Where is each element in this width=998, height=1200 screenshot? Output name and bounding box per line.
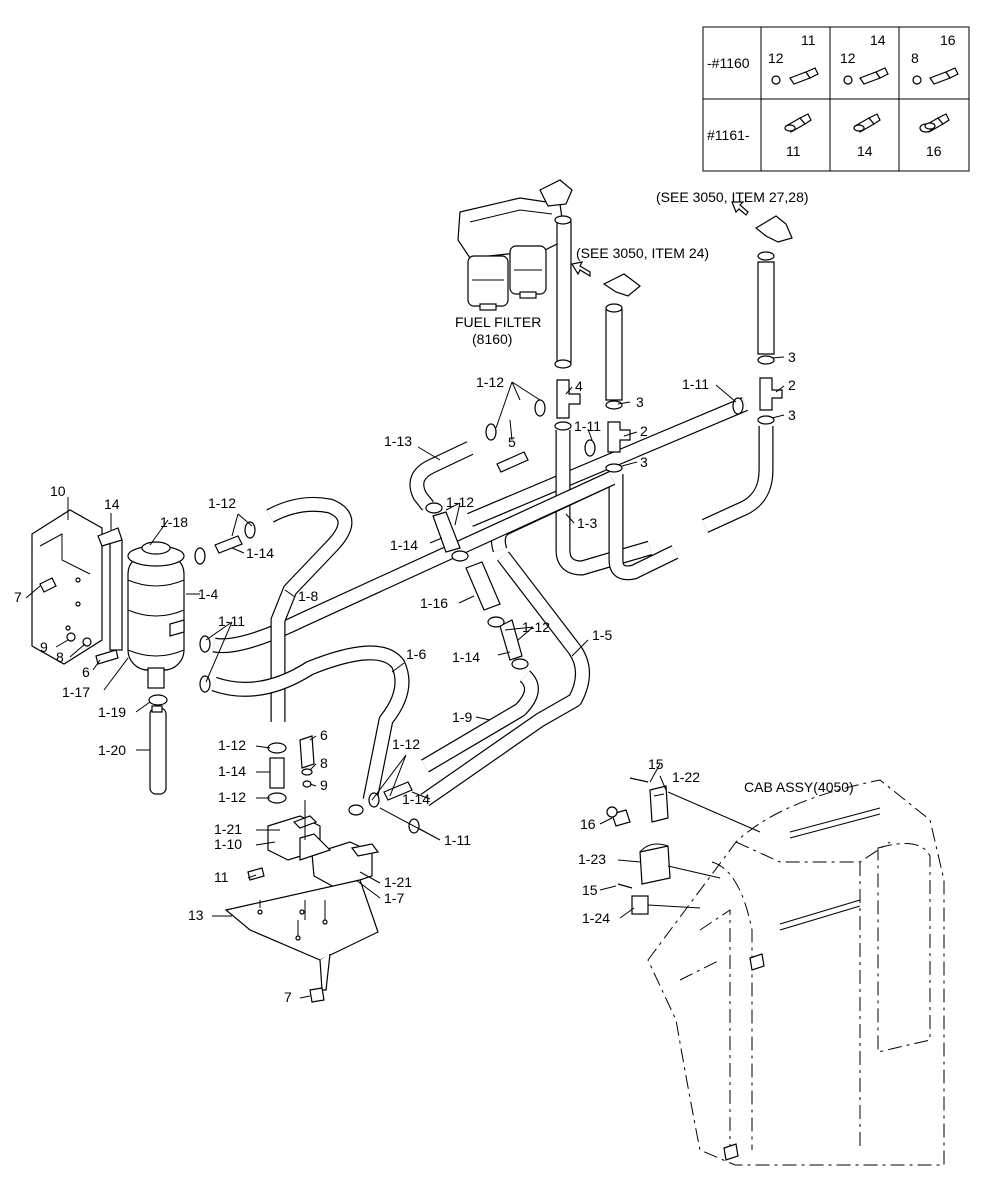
label-1-8: 1-8 [298, 588, 318, 604]
label-1-6: 1-6 [406, 646, 426, 662]
table-cell-14: 14 [870, 32, 886, 48]
water-separator-assembly [31, 509, 185, 689]
table-cell-16b: 16 [926, 143, 942, 159]
label-3-d: 3 [788, 407, 796, 423]
label-5: 5 [508, 434, 516, 450]
valve-and-plate-assembly [151, 705, 380, 1003]
label-13: 13 [188, 907, 204, 923]
reference-arrows: (SEE 3050, ITEM 24) (SEE 3050, ITEM 27,2… [571, 189, 809, 278]
label-1-4: 1-4 [198, 586, 218, 602]
label-1-14: 1-14 [246, 545, 274, 561]
table-row1-label: -#1160 [707, 55, 750, 71]
label-15: 15 [648, 756, 664, 772]
label-1-7: 1-7 [384, 890, 404, 906]
table-cell-11: 11 [801, 32, 816, 48]
label-3: 3 [636, 394, 644, 410]
table-cell-12b: 12 [840, 50, 856, 66]
label-1-24: 1-24 [582, 910, 610, 926]
cab-assy-label: CAB ASSY(4050) [744, 779, 854, 795]
label-7: 7 [14, 589, 22, 605]
label-10: 10 [50, 483, 66, 499]
table-cell-11b: 11 [786, 143, 801, 159]
cab-parts [606, 777, 761, 915]
label-2: 2 [640, 423, 648, 439]
washer-icon [771, 75, 781, 85]
washer-icon [912, 75, 922, 85]
label-1-21: 1-21 [214, 821, 242, 837]
label-1-5: 1-5 [592, 627, 612, 643]
label-6-b: 6 [320, 727, 328, 743]
leader-lines [25, 356, 785, 999]
label-1-12-e: 1-12 [522, 619, 550, 635]
label-1-14-d: 1-14 [452, 649, 480, 665]
label-7-b: 7 [284, 989, 292, 1005]
label-1-11-b: 1-11 [444, 832, 471, 848]
label-1-18: 1-18 [160, 514, 188, 530]
table-cell-12: 12 [768, 50, 784, 66]
cab-assembly: CAB ASSY(4050) [647, 779, 945, 1166]
label-1-12-b: 1-12 [218, 737, 246, 753]
washer-icon [843, 75, 853, 85]
label-1-12: 1-12 [208, 495, 236, 511]
label-15-b: 15 [582, 882, 598, 898]
label-16: 16 [580, 816, 596, 832]
label-1-21-b: 1-21 [384, 874, 412, 890]
label-1-11: 1-11 [218, 613, 245, 629]
callout-labels: 10 14 7 1-18 1-4 9 8 6 1-17 1-19 1-20 1-… [14, 349, 796, 1005]
label-1-3: 1-3 [577, 515, 597, 531]
label-9-b: 9 [320, 777, 328, 793]
label-1-14-b: 1-14 [218, 763, 246, 779]
table-cell-16: 16 [940, 32, 956, 48]
label-1-19: 1-19 [98, 704, 126, 720]
see-3050-item-27-28: (SEE 3050, ITEM 27,28) [656, 189, 809, 205]
label-1-20: 1-20 [98, 742, 126, 758]
table-cell-14b: 14 [857, 143, 873, 159]
label-1-17: 1-17 [62, 684, 90, 700]
table-row2-label: #1161- [707, 127, 750, 143]
clamps [148, 215, 793, 834]
label-1-9: 1-9 [452, 709, 472, 725]
label-1-11-c: 1-11 [574, 418, 601, 434]
label-2-b: 2 [788, 377, 796, 393]
label-1-13: 1-13 [384, 433, 412, 449]
label-8: 8 [56, 649, 64, 665]
fuel-filter: FUEL FILTER (8160) [455, 179, 573, 347]
fuel-filter-note-1: FUEL FILTER [455, 314, 541, 330]
label-1-10: 1-10 [214, 836, 242, 852]
label-1-14-e: 1-14 [390, 537, 418, 553]
label-14: 14 [104, 496, 120, 512]
label-9: 9 [40, 639, 48, 655]
label-1-23: 1-23 [578, 851, 606, 867]
fuel-filter-note-2: (8160) [472, 331, 512, 347]
label-1-12-d: 1-12 [392, 736, 420, 752]
label-3-b: 3 [640, 454, 648, 470]
label-1-11-d: 1-11 [682, 376, 709, 392]
see-3050-item-24: (SEE 3050, ITEM 24) [576, 245, 709, 261]
variant-table: -#1160 #1161- 11 12 14 12 16 8 11 14 16 [702, 26, 970, 172]
label-3-c: 3 [788, 349, 796, 365]
label-8-b: 8 [320, 755, 328, 771]
label-1-12-c: 1-12 [218, 789, 246, 805]
hoses [149, 221, 775, 807]
label-1-14-c: 1-14 [402, 791, 430, 807]
label-6: 6 [82, 664, 90, 680]
table-cell-8: 8 [911, 50, 919, 66]
label-1-12-g: 1-12 [476, 374, 504, 390]
label-1-22: 1-22 [672, 769, 700, 785]
label-1-12-f: 1-12 [446, 494, 474, 510]
label-11: 11 [214, 869, 229, 885]
label-1-16: 1-16 [420, 595, 448, 611]
label-4: 4 [575, 378, 583, 394]
